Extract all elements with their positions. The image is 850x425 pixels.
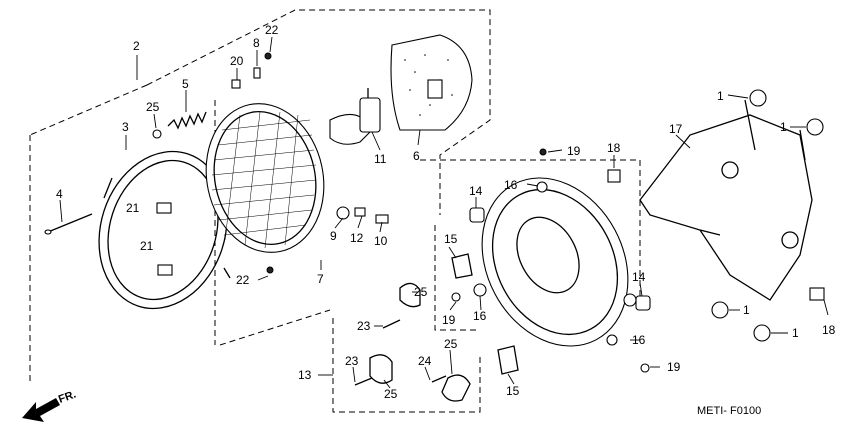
callout-21-upper: 21 (126, 201, 140, 215)
callout-16-top: 16 (504, 178, 518, 192)
callout-5: 5 (182, 77, 189, 91)
callout-23-b: 23 (345, 354, 359, 368)
callout-1-c: 1 (743, 303, 750, 317)
callout-7-static: 7 (317, 272, 324, 286)
headlight-case (473, 177, 637, 347)
direction-label: FR. (57, 388, 78, 405)
callout-23-a: 23 (357, 319, 371, 333)
callout-18-top: 18 (607, 141, 621, 155)
callout-24: 25 (146, 100, 160, 114)
front-direction-arrow: FR. (22, 388, 78, 422)
callout-1-b: 1 (780, 120, 787, 134)
callout-25-b: 25 (444, 337, 458, 351)
callout-19-top: 19 (567, 144, 581, 158)
callout-18-bottom: 18 (822, 323, 836, 337)
callout-25-a: 25 (414, 285, 428, 299)
callout-6: 6 (413, 149, 420, 163)
small-fasteners (152, 52, 825, 373)
callout-3: 3 (122, 120, 129, 134)
callout-20: 20 (230, 54, 244, 68)
callout-19-mid: 19 (442, 313, 456, 327)
callout-12: 12 (350, 231, 364, 245)
callout-15-mid: 15 (444, 232, 458, 246)
wire-clips (354, 253, 519, 402)
callout-25-c: 25 (384, 387, 398, 401)
callout-4: 4 (56, 187, 63, 201)
spring-5 (167, 111, 207, 130)
callout-14-left: 14 (469, 184, 483, 198)
leader-lines (59, 36, 829, 389)
callout-labels: 2 3 5 25 4 20 8 22 21 21 22 11 6 9 12 10… (56, 23, 836, 401)
callout-16-bottom: 16 (632, 333, 646, 347)
callout-2: 2 (133, 39, 140, 53)
diagram-code: METI- F0100 (697, 405, 761, 417)
callout-23-c: 24 (418, 354, 432, 368)
screw-4 (44, 213, 93, 235)
callout-19-bottom: 19 (667, 360, 681, 374)
callout-21-lower: 21 (140, 239, 154, 253)
headlight-rim (98, 150, 231, 310)
callout-22-top: 22 (265, 23, 279, 37)
callout-22-bottom: 22 (236, 273, 250, 287)
callout-1-d: 1 (792, 326, 799, 340)
callout-13: 13 (298, 368, 312, 382)
headlight-bulb (329, 88, 381, 145)
callout-8: 8 (253, 36, 260, 50)
stay-bracket (639, 99, 813, 301)
socket-cover (390, 34, 473, 131)
callout-15-bottom: 15 (506, 384, 520, 398)
callout-16-mid: 16 (473, 309, 487, 323)
callout-10: 10 (374, 234, 388, 248)
callout-17: 17 (669, 122, 683, 136)
callout-9: 9 (330, 229, 337, 243)
callout-14-right: 14 (632, 270, 646, 284)
callout-11: 11 (374, 152, 387, 166)
callout-1-a: 1 (717, 89, 724, 103)
headlight-lens (205, 103, 325, 253)
